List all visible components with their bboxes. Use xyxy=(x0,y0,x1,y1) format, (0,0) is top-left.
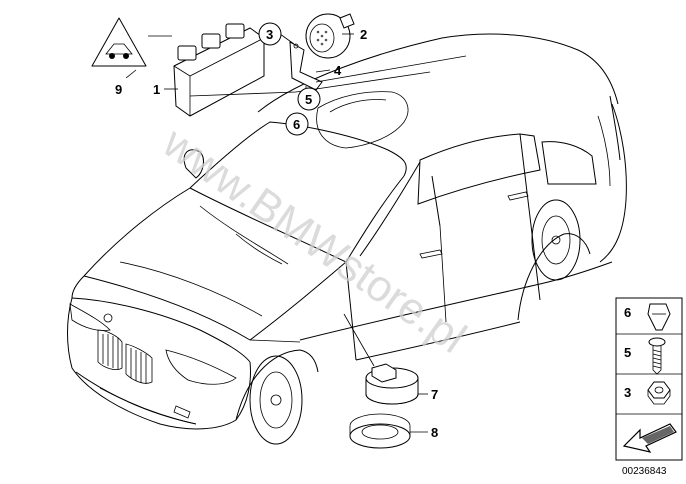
siren-part xyxy=(305,13,355,59)
callout-5-circle xyxy=(297,87,321,111)
screw-icon xyxy=(648,337,666,375)
car-alarm-warning-icon xyxy=(91,17,147,67)
watermark-text: www.BMWstore.pl xyxy=(153,117,474,362)
clip-nut-icon xyxy=(647,303,671,331)
callout-2: 2 xyxy=(360,27,367,42)
sensor-part xyxy=(365,363,419,405)
callout-3-circle xyxy=(258,22,282,46)
callout-4: 4 xyxy=(334,63,342,78)
callout-9: 9 xyxy=(115,82,122,97)
callout-5: 5 xyxy=(305,92,312,107)
leader-lines xyxy=(125,33,467,433)
callout-8: 8 xyxy=(431,425,438,440)
callout-3: 3 xyxy=(266,27,273,42)
callout-1: 1 xyxy=(153,82,160,97)
arrow-icon xyxy=(622,423,677,453)
callout-6: 6 xyxy=(293,117,300,132)
drawing-number: 00236843 xyxy=(622,466,667,477)
callout-7: 7 xyxy=(431,387,438,402)
panel-item-3-number: 3 xyxy=(624,385,631,400)
callout-6-circle xyxy=(285,112,309,136)
bracket-part xyxy=(289,41,323,91)
callout-labels: 1 2 3 4 5 6 7 8 9 xyxy=(115,22,438,440)
control-unit-part xyxy=(173,23,265,117)
hex-nut-icon xyxy=(647,381,671,405)
panel-item-5-number: 5 xyxy=(624,345,631,360)
car-illustration xyxy=(67,33,627,445)
mounting-ring-part xyxy=(349,413,411,449)
panel-item-6-number: 6 xyxy=(624,305,631,320)
small-parts-panel: 6 5 3 xyxy=(615,297,683,461)
